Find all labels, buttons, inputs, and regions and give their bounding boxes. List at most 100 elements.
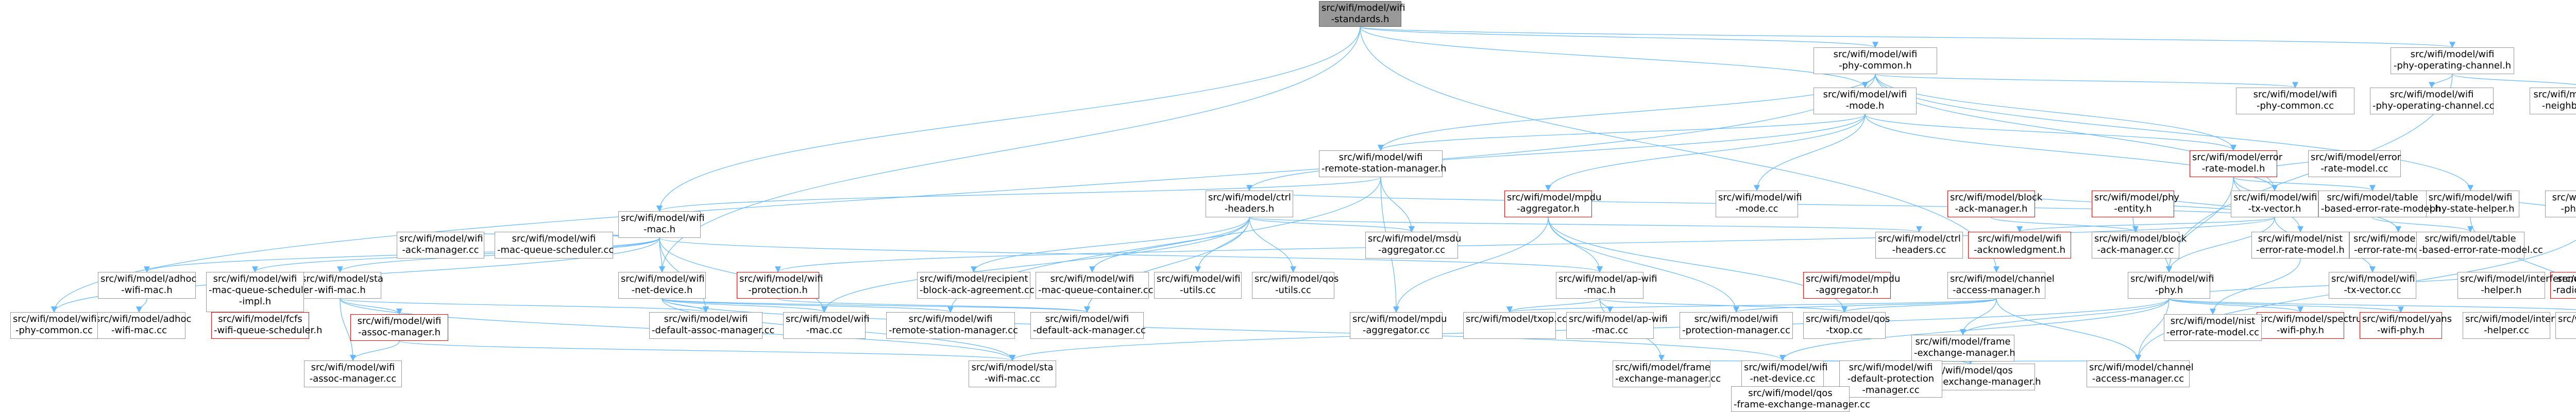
graph-node[interactable]: src/wifi/model/wifi-remote-station-manag…: [886, 312, 1018, 339]
graph-node[interactable]: src/wifi/model/sta-wifi-mac.h: [299, 272, 383, 299]
graph-node[interactable]: src/wifi/model/wifi-phy-common.cc: [10, 312, 98, 339]
graph-node[interactable]: src/wifi/model/frame-exchange-manager.cc: [1613, 360, 1721, 387]
graph-node[interactable]: src/wifi/model/ap-wifi-mac.h: [1556, 272, 1657, 299]
node-label-line: src/wifi/model/qos: [1928, 365, 2013, 376]
graph-node[interactable]: src/wifi/model/error-rate-model.cc: [2308, 150, 2401, 177]
graph-node[interactable]: src/wifi/model/nist-error-rate-model.h: [2251, 232, 2349, 259]
graph-node[interactable]: src/wifi/model/wifi-protection-manager.c…: [1680, 312, 1793, 339]
node-label-line: src/wifi/model/block: [2094, 233, 2187, 244]
graph-node[interactable]: src/wifi/model/qos-frame-exchange-manage…: [1731, 386, 1870, 412]
node-label-line: src/wifi/model/sta: [971, 362, 1054, 373]
graph-node[interactable]: src/wifi/model/wifi-mac-queue-scheduler.…: [495, 232, 614, 259]
graph-node[interactable]: src/wifi/model/wifi-default-ack-manager.…: [1030, 312, 1146, 339]
node-label-line: -rate-model.h: [2201, 163, 2265, 174]
graph-node[interactable]: src/wifi/model/wifi-utils.cc: [1154, 272, 1242, 299]
graph-node[interactable]: src/wifi/model/ctrl-headers.cc: [1875, 232, 1963, 259]
graph-node[interactable]: src/wifi/model/wifi-mac.cc: [783, 312, 870, 339]
node-label-line: src/wifi/model/wifi: [2130, 273, 2214, 284]
graph-node[interactable]: src/wifi/model/adhoc-wifi-mac.h: [98, 272, 196, 299]
dependency-edge: [971, 217, 1250, 273]
graph-node[interactable]: src/wifi/model/reduced-neighbor-report.c…: [2530, 88, 2576, 114]
graph-node[interactable]: src/wifi/model/yans-wifi-phy.h: [2360, 312, 2452, 339]
graph-node[interactable]: src/wifi/model/wifi-remote-station-manag…: [1319, 150, 1447, 177]
graph-node[interactable]: src/wifi/model/wifi-mac-queue-scheduler-…: [206, 272, 313, 312]
graph-node[interactable]: src/wifi/model/wifi-tx-vector.cc: [2329, 272, 2416, 299]
graph-node[interactable]: src/wifi/model/wifi-ack-manager.cc: [397, 232, 484, 259]
node-label-line: -access-manager.h: [1952, 285, 2041, 296]
graph-node[interactable]: src/wifi/model/wifi-mac-queue-container.…: [1036, 272, 1154, 299]
graph-node[interactable]: src/wifi/model/wifi-phy-state-helper.h: [2421, 191, 2519, 217]
node-label-line: -tx-vector.cc: [2344, 285, 2401, 296]
graph-node[interactable]: src/wifi/model/wifi-default-protection-m…: [1839, 360, 1942, 398]
graph-node[interactable]: src/wifi/model/wifi-phy.cc: [2555, 312, 2576, 339]
graph-node[interactable]: src/wifi/model/adhoc-wifi-mac.cc: [93, 312, 191, 339]
node-label-line: -remote-station-manager.h: [1321, 163, 1447, 174]
graph-node[interactable]: src/wifi/model/wifi-phy-common.h: [1814, 47, 1937, 74]
graph-node[interactable]: src/wifi/model/wifi-mode.h: [1814, 88, 1917, 114]
graph-node[interactable]: src/wifi/model/wifi-default-assoc-manage…: [649, 312, 774, 339]
graph-node[interactable]: src/wifi/model/table-based-error-rate-mo…: [2416, 232, 2543, 259]
graph-node[interactable]: src/wifi/model/error-rate-model.h: [2190, 150, 2282, 177]
dependency-edge: [1996, 298, 2141, 362]
node-label-line: -ack-manager.cc: [402, 245, 479, 255]
graph-node[interactable]: src/wifi/model/qos-utils.cc: [1252, 272, 1338, 299]
graph-node[interactable]: src/wifi/model/block-ack-manager.cc: [2092, 232, 2187, 259]
node-label-line: -radio-energy-model.h: [2553, 285, 2576, 296]
graph-node[interactable]: src/wifi/model/wifi-phy.h: [2128, 272, 2214, 299]
node-label-line: -phy-listener.h: [2561, 203, 2576, 214]
graph-node[interactable]: src/wifi/model/fcfs-wifi-queue-scheduler…: [211, 312, 322, 339]
node-label-line: src/wifi/model/error: [2311, 152, 2401, 163]
graph-node[interactable]: src/wifi/model/wifi-tx-vector.h: [2231, 191, 2318, 217]
graph-node[interactable]: src/wifi/model/phy-entity.h: [2092, 191, 2179, 217]
graph-node[interactable]: src/wifi/model/ap-wifi-mac.cc: [1566, 312, 1668, 339]
graph-node[interactable]: src/wifi/model/wifi-phy-listener.h: [2545, 191, 2576, 217]
graph-node[interactable]: src/wifi/model/msdu-aggregator.cc: [1365, 232, 1462, 259]
node-label-line: src/wifi/model/frame: [1915, 336, 2011, 347]
graph-node[interactable]: src/wifi/model/ctrl-headers.h: [1206, 191, 1293, 217]
graph-node[interactable]: src/wifi/model/spectrum-wifi-phy.h: [2257, 312, 2371, 339]
graph-node[interactable]: src/wifi/model/channel-access-manager.cc: [2087, 360, 2194, 387]
graph-node[interactable]: src/wifi/model/interference-helper.h: [2458, 272, 2576, 299]
node-label-line: src/wifi/model/wifi: [1694, 314, 1778, 324]
node-label-line: -block-ack-agreement.cc: [920, 285, 1035, 296]
node-label-line: src/wifi/model/wifi: [311, 362, 395, 373]
graph-node[interactable]: src/wifi/model/wifi-acknowledgment.h: [1968, 232, 2071, 259]
graph-node[interactable]: src/wifi/model/wifi-assoc-manager.h: [350, 314, 448, 341]
graph-node[interactable]: src/wifi/model/interference-helper.cc: [2463, 312, 2576, 339]
node-label-line: src/wifi/model/wifi: [1050, 273, 1134, 284]
graph-node[interactable]: src/wifi/model/wifi-protection.h: [737, 272, 823, 299]
graph-node[interactable]: src/wifi/model/frame-exchange-manager.h: [1911, 335, 2015, 362]
dependency-edge: [656, 26, 1361, 212]
node-label-line: src/wifi/model/block: [1950, 192, 2043, 203]
graph-node[interactable]: src/wifi/model/mpdu-aggregator.h: [1803, 272, 1900, 299]
graph-node[interactable]: src/wifi/model/block-ack-manager.h: [1947, 191, 2043, 217]
node-label-line: -helper.h: [2481, 285, 2522, 296]
graph-node[interactable]: src/wifi/model/table-based-error-rate-mo…: [2318, 191, 2441, 217]
graph-node[interactable]: src/wifi/model/wifi-net-device.h: [618, 272, 706, 299]
node-label-line: -phy.cc: [2558, 325, 2576, 336]
dependency-edge: [662, 298, 954, 313]
graph-node[interactable]: src/wifi/model/wifi-phy-operating-channe…: [2370, 88, 2495, 114]
graph-node[interactable]: src/wifi/model/sta-wifi-mac.cc: [969, 360, 1056, 387]
node-label-line: src/wifi/model/table: [2327, 192, 2418, 203]
graph-node[interactable]: src/wifi/model/wifi-net-device.cc: [1741, 360, 1828, 387]
graph-node[interactable]: src/wifi/model/wifi-phy-operating-channe…: [2391, 47, 2514, 74]
graph-node[interactable]: src/wifi/model/txop.cc: [1463, 312, 1567, 339]
graph-node[interactable]: src/wifi/model/qos-txop.cc: [1803, 312, 1890, 339]
node-label-line: -phy-operating-channel.cc: [2372, 100, 2495, 111]
node-label-line: src/wifi/model/recipient: [920, 273, 1028, 284]
graph-node[interactable]: src/wifi/model/wifi-phy-common.cc: [2236, 88, 2354, 114]
graph-node[interactable]: src/wifi/model/mpdu-aggregator.cc: [1350, 312, 1447, 339]
dependency-edge: [1991, 217, 2139, 233]
node-label-line: src/wifi/model/msdu: [1368, 233, 1462, 244]
node-label-line: src/wifi/model/wifi: [1977, 233, 2062, 244]
node-label-line: src/wifi/model/mpdu: [1507, 192, 1602, 203]
graph-node[interactable]: src/wifi/model/channel-access-manager.h: [1947, 272, 2055, 299]
graph-node[interactable]: src/wifi/model/wifi-assoc-manager.cc: [304, 360, 402, 387]
graph-node[interactable]: src/wifi/model/wifi-mode.cc: [1716, 191, 1802, 217]
graph-node[interactable]: src/wifi/model/wifi-radio-energy-model.h: [2550, 272, 2576, 299]
graph-node[interactable]: src/wifi/model/recipient-block-ack-agree…: [917, 272, 1035, 299]
graph-node[interactable]: src/wifi/model/wifi-mac.h: [618, 211, 705, 238]
graph-node[interactable]: src/wifi/model/nist-error-rate-model.cc: [2164, 314, 2262, 341]
graph-node[interactable]: src/wifi/model/mpdu-aggregator.h: [1504, 191, 1602, 217]
